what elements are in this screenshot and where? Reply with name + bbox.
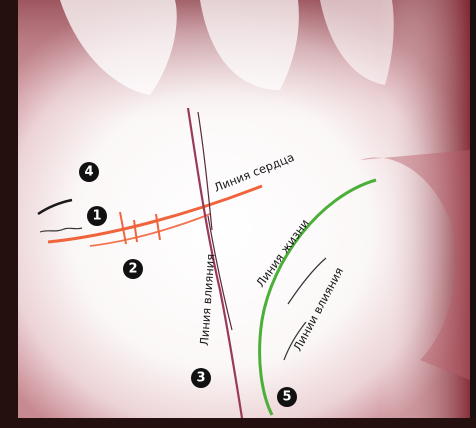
marker-3-label: 3 [196,371,205,386]
marker-2-label: 2 [128,262,137,277]
marker-5-label: 5 [282,390,291,405]
marker-4: 4 [79,162,99,182]
left-frame [0,0,18,428]
marker-5: 5 [277,387,297,407]
marker-2: 2 [123,259,143,279]
marker-4-label: 4 [84,165,93,180]
marker-1-label: 1 [92,209,101,224]
marker-3: 3 [191,368,211,388]
marker-1: 1 [87,206,107,226]
bottom-frame [0,418,476,428]
